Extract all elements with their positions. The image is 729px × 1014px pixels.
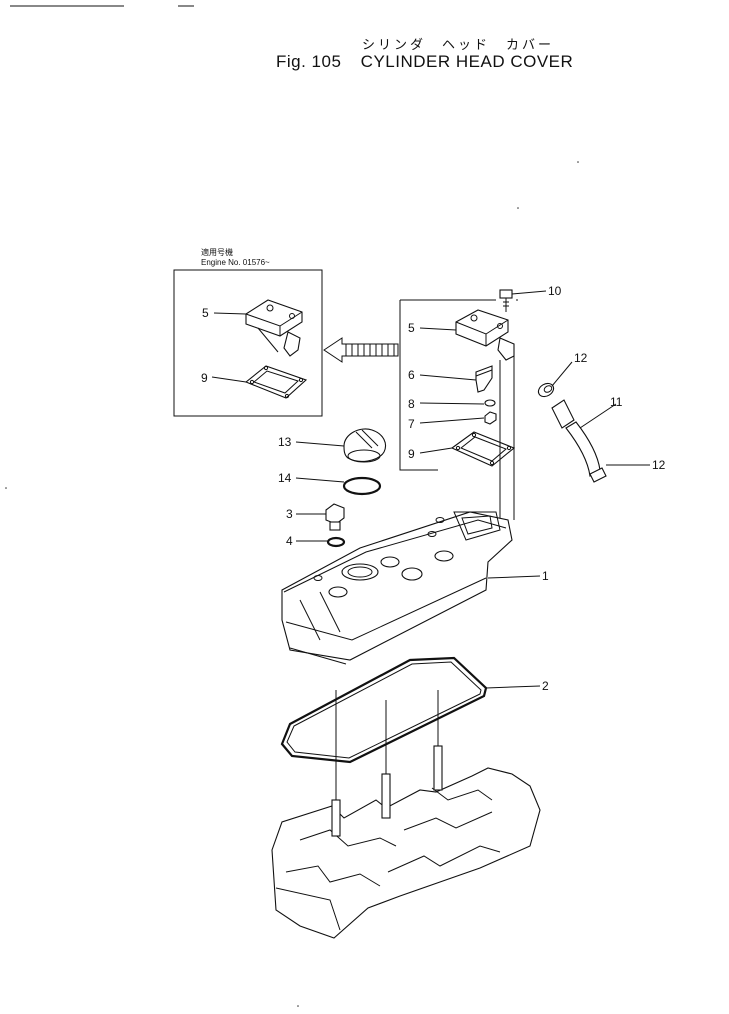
gasket-inset xyxy=(244,365,308,399)
stud xyxy=(433,745,443,791)
breather-detail-box xyxy=(399,299,518,471)
gasket-9 xyxy=(450,431,516,467)
scan-speck xyxy=(517,207,519,209)
breather-cap-inset xyxy=(245,299,303,357)
figure-title: Fig. 105 CYLINDER HEAD COVER xyxy=(276,52,587,72)
callout-3: 3 xyxy=(286,507,293,521)
callout-9-inset: 9 xyxy=(201,371,208,385)
head-cover-gasket-2 xyxy=(280,656,488,764)
callout-10: 10 xyxy=(548,284,562,298)
scan-speck xyxy=(297,1005,299,1007)
bolt-10 xyxy=(499,289,513,312)
washer-8 xyxy=(484,399,496,407)
figure-title-text: CYLINDER HEAD COVER xyxy=(360,52,574,71)
plug-3 xyxy=(325,503,345,531)
callout-12-lower: 12 xyxy=(652,458,666,472)
callout-2: 2 xyxy=(542,679,549,693)
breather-cap xyxy=(455,309,515,361)
callout-14: 14 xyxy=(278,471,292,485)
callout-13: 13 xyxy=(278,435,292,449)
cylinder-head xyxy=(271,690,541,939)
nut-7 xyxy=(484,411,497,425)
scan-speck xyxy=(5,487,7,489)
inset-label-jp: 適用号機 xyxy=(201,248,233,257)
callout-4: 4 xyxy=(286,534,293,548)
o-ring-14 xyxy=(342,476,382,496)
figure-number: Fig. 105 xyxy=(276,52,342,71)
clamp-12-upper xyxy=(537,382,555,398)
oil-filler-cap-13 xyxy=(343,428,387,463)
callout-8: 8 xyxy=(408,397,415,411)
callout-6: 6 xyxy=(408,368,415,382)
gasket-4 xyxy=(326,536,346,548)
bracket-6 xyxy=(475,365,493,393)
callout-1: 1 xyxy=(542,569,549,583)
inset-box xyxy=(173,269,323,417)
breather-pipe-11 xyxy=(565,421,607,483)
callout-7: 7 xyxy=(408,417,415,431)
cylinder-head-cover-1 xyxy=(281,511,513,665)
reference-arrow xyxy=(323,337,399,363)
callout-12-upper: 12 xyxy=(574,351,588,365)
leader-lines xyxy=(295,290,650,689)
stud xyxy=(381,773,391,819)
callout-5-inset: 5 xyxy=(202,306,209,320)
callout-11: 11 xyxy=(610,395,623,409)
callout-5: 5 xyxy=(408,321,415,335)
inset-label-engine-no: Engine No. 01576~ xyxy=(201,258,270,267)
stud xyxy=(331,799,341,837)
scan-speck xyxy=(577,161,579,163)
callout-9: 9 xyxy=(408,447,415,461)
title-japanese: シリンダ ヘッド カバー xyxy=(362,37,555,52)
hose xyxy=(551,399,575,429)
